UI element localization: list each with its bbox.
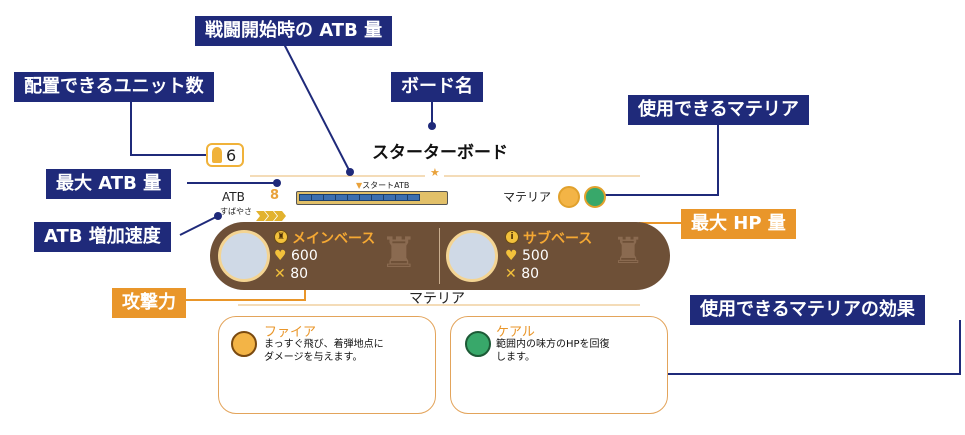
unit-count-badge: 6: [206, 143, 244, 167]
unit-count: 6: [226, 145, 237, 165]
fire-materia-icon[interactable]: [558, 186, 580, 208]
materia-card-name: ファイア: [264, 325, 317, 340]
callout-board-name: ボード名: [391, 72, 483, 102]
materia-section-heading: マテリア: [409, 291, 465, 307]
callout-atb-speed: ATB 増加速度: [34, 222, 171, 252]
person-icon: [212, 147, 222, 163]
sub-base-attack: ✕ 80: [505, 266, 540, 282]
start-atb-marker-icon: ▼: [356, 181, 363, 190]
sub-base-avatar: [446, 230, 498, 282]
fire-icon: [231, 331, 257, 357]
pointer-dot: [346, 168, 354, 176]
panel-divider: [439, 228, 440, 284]
heart-icon: ♥: [505, 248, 518, 264]
main-base-title: メインベース: [292, 231, 376, 247]
swords-icon: ✕: [274, 266, 286, 282]
atb-gauge: [296, 191, 448, 205]
pointer-dot: [428, 122, 436, 130]
callout-materia-effect: 使用できるマテリアの効果: [690, 295, 925, 325]
materia-card-fire[interactable]: ファイア まっすぐ飛び、着弾地点にダメージを与えます。: [218, 316, 436, 414]
callout-max-hp: 最大 HP 量: [681, 209, 796, 239]
sub-base-icon: i: [505, 230, 519, 244]
base-panel: ♜ メインベース ♥ 600 ✕ 80 ♜ i サブベース ♥ 500 ✕ 80…: [210, 222, 670, 290]
callout-max-atb: 最大 ATB 量: [46, 169, 172, 199]
castle-watermark-icon: ♜: [380, 228, 418, 277]
materia-card-name: ケアル: [496, 325, 535, 340]
callout-usable-materia: 使用できるマテリア: [628, 95, 809, 125]
speed-chevrons-icon: [256, 206, 290, 221]
main-base-icon: ♜: [274, 230, 288, 244]
sub-base-title: サブベース: [523, 231, 593, 247]
materia-card-desc: まっすぐ飛び、着弾地点にダメージを与えます。: [264, 339, 384, 363]
swords-icon: ✕: [505, 266, 517, 282]
materia-card-cure[interactable]: ケアル 範囲内の味方のHPを回復します。: [450, 316, 668, 414]
callout-unit-count: 配置できるユニット数: [14, 72, 214, 102]
start-atb-label: ▼スタートATB: [356, 181, 410, 190]
main-base-attack: ✕ 80: [274, 266, 309, 282]
castle-watermark-icon: ♜: [612, 231, 645, 272]
main-base-hp: ♥ 600: [274, 248, 318, 264]
heart-materia-icon[interactable]: [584, 186, 606, 208]
pointer-dot: [214, 212, 222, 220]
speed-label: すばやさ: [220, 207, 252, 216]
materia-label: マテリア: [503, 190, 552, 204]
board-name: スターターボード: [372, 143, 508, 163]
atb-segment: [407, 194, 420, 201]
materia-card-desc: 範囲内の味方のHPを回復します。: [496, 339, 610, 363]
atb-label: ATB: [222, 190, 245, 204]
pointer-dot: [273, 179, 281, 187]
heart-icon: [465, 331, 491, 357]
star-icon: ★: [430, 166, 440, 179]
callout-initial-atb: 戦闘開始時の ATB 量: [195, 16, 393, 46]
heart-icon: ♥: [274, 248, 287, 264]
callout-attack: 攻撃力: [112, 288, 186, 318]
main-base-avatar: [218, 230, 270, 282]
atb-max-value: 8: [270, 188, 280, 203]
sub-base-hp: ♥ 500: [505, 248, 549, 264]
